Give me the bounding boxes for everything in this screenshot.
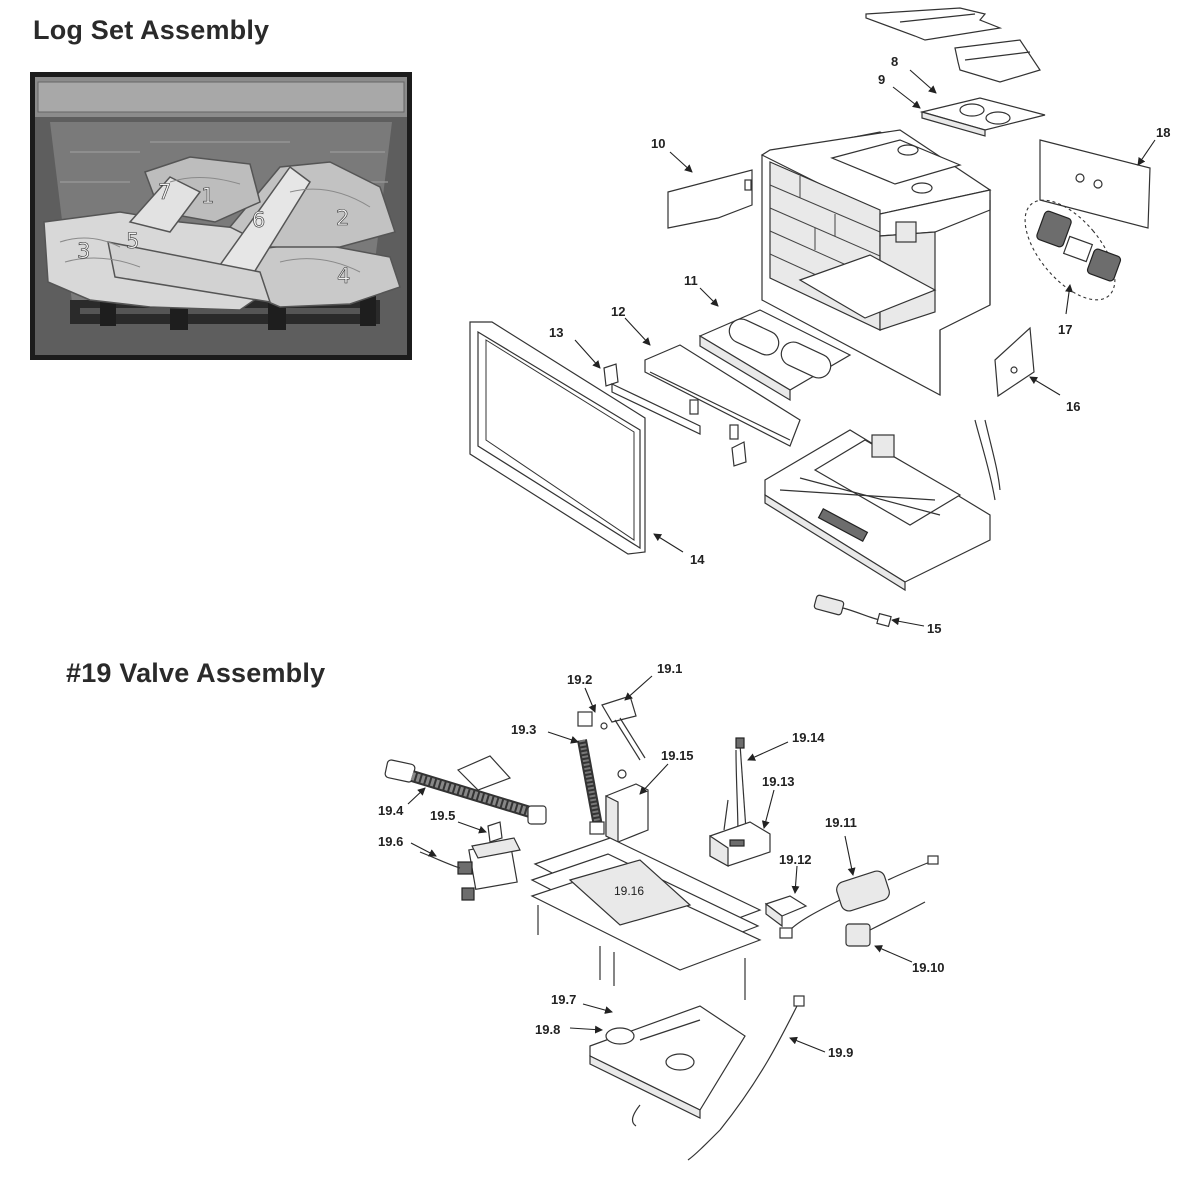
photo-label-2: 2 <box>336 206 349 230</box>
label-11: 11 <box>684 273 698 288</box>
label-19-11: 19.11 <box>825 815 857 830</box>
label-16: 16 <box>1066 399 1080 414</box>
label-19-14: 19.14 <box>792 730 825 745</box>
gas-line-part <box>384 755 547 825</box>
switch-part <box>764 895 808 928</box>
control-tray-part <box>530 837 762 1000</box>
label-19-16: 19.16 <box>614 884 644 898</box>
label-17: 17 <box>1058 322 1072 337</box>
label-10: 10 <box>651 136 665 151</box>
valve-bracket-part <box>601 695 646 761</box>
label-13: 13 <box>549 325 563 340</box>
label-14: 14 <box>690 552 705 567</box>
blower-part <box>1024 199 1122 301</box>
photo-label-4: 4 <box>337 264 350 288</box>
bracket-part <box>603 363 747 467</box>
top-bracket-part <box>865 7 1003 41</box>
rear-panel-part <box>1039 139 1151 229</box>
label-19-7: 19.7 <box>551 992 576 1007</box>
photo-label-5: 5 <box>126 229 139 253</box>
firebox-part <box>760 129 992 397</box>
flex-tube-part <box>577 739 605 835</box>
label-19-1: 19.1 <box>657 661 682 676</box>
label-19-13: 19.13 <box>762 774 795 789</box>
label-19-10: 19.10 <box>912 960 945 975</box>
label-19-8: 19.8 <box>535 1022 560 1037</box>
label-8: 8 <box>891 54 898 69</box>
label-19-9: 19.9 <box>828 1045 853 1060</box>
transformer-part <box>845 901 926 947</box>
glass-door-part <box>469 321 646 555</box>
log-set-title: Log Set Assembly <box>33 15 270 45</box>
label-9: 9 <box>878 72 885 87</box>
motor-part <box>779 855 939 939</box>
gas-valve-part <box>419 821 521 901</box>
label-19-2: 19.2 <box>567 672 592 687</box>
label-19-15: 19.15 <box>661 748 694 763</box>
grate-rail-part <box>644 344 801 447</box>
label-19-6: 19.6 <box>378 834 403 849</box>
log-set-photo: 1 2 3 4 5 6 7 <box>30 72 412 360</box>
label-19-12: 19.12 <box>779 852 812 867</box>
power-cord-part <box>813 594 892 628</box>
access-panel-part <box>994 326 1035 398</box>
label-15: 15 <box>927 621 941 636</box>
clip-part <box>577 711 608 730</box>
label-12: 12 <box>611 304 625 319</box>
wire-harness-part <box>723 737 747 837</box>
base-tray-part <box>764 419 1001 592</box>
photo-label-1: 1 <box>201 184 214 208</box>
top-panel-part <box>954 39 1041 83</box>
ignition-cable-part <box>687 995 805 1161</box>
lower-tray-part <box>589 1005 746 1127</box>
photo-label-7: 7 <box>158 180 171 204</box>
junction-box-part <box>605 769 649 843</box>
label-19-4: 19.4 <box>378 803 404 818</box>
label-18: 18 <box>1156 125 1170 140</box>
label-19-3: 19.3 <box>511 722 536 737</box>
burner-tray-part <box>698 309 852 402</box>
side-panel-part <box>667 169 753 229</box>
label-19-5: 19.5 <box>430 808 455 823</box>
control-module-part <box>709 821 771 868</box>
photo-label-3: 3 <box>77 239 90 263</box>
flue-collar-plate-part <box>919 97 1046 137</box>
photo-label-6: 6 <box>252 208 265 232</box>
valve-assembly-title: #19 Valve Assembly <box>66 658 326 688</box>
